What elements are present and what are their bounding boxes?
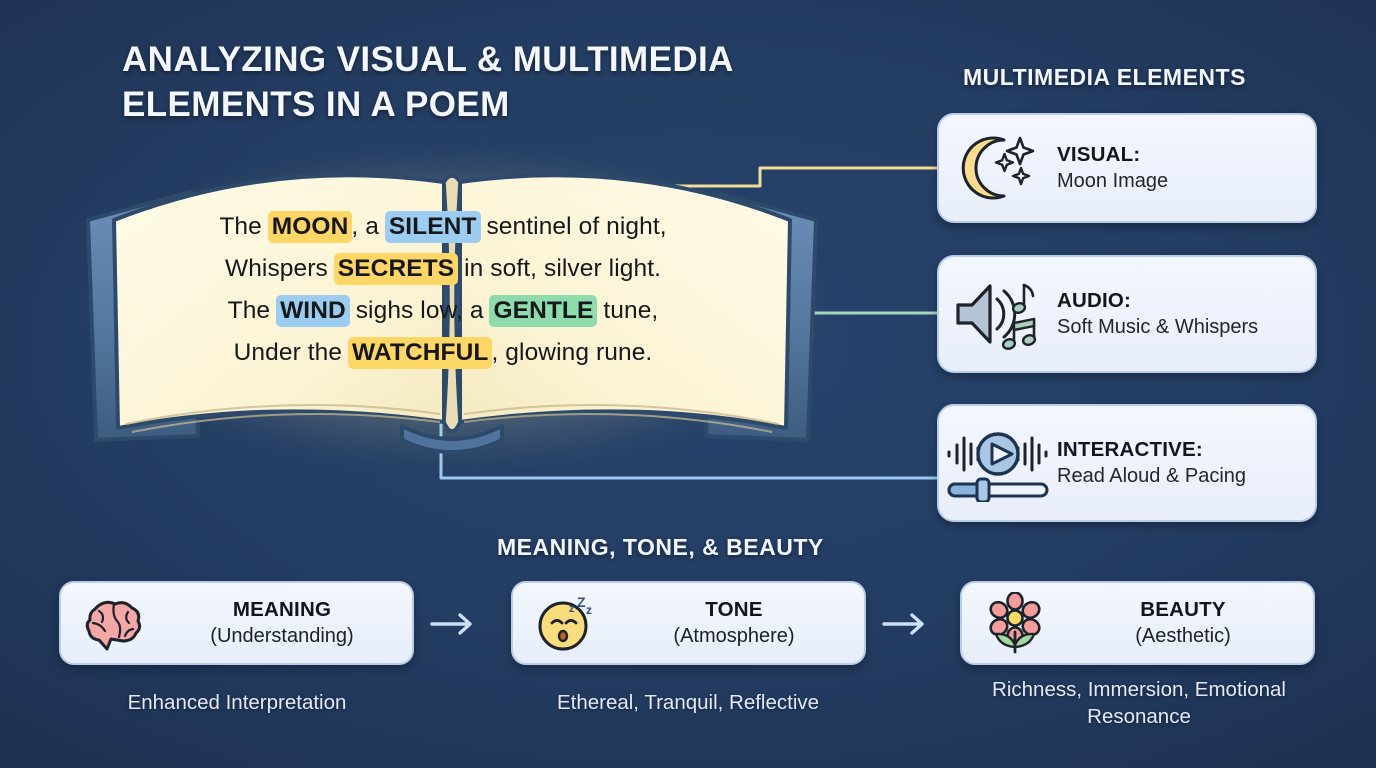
multimedia-card-visual[interactable]: VISUAL: Moon Image: [937, 113, 1317, 223]
sleeping-face-icon: z Z z: [513, 593, 618, 653]
card-label: INTERACTIVE:: [1057, 437, 1203, 461]
pillar-title: MEANING: [232, 598, 332, 622]
meaning-tone-beauty-section-title: MEANING, TONE, & BEAUTY: [497, 534, 824, 560]
poem-line: The WIND sighs low, a GENTLE tune,: [178, 290, 708, 332]
poem-text-run: sighs low, a: [348, 297, 491, 324]
poem-text-run: tune,: [596, 297, 659, 324]
poem-line: Whispers SECRETS in soft, silver light.: [178, 248, 708, 290]
poem-highlight-silent: SILENT: [384, 211, 481, 243]
poem-text-run: in soft, silver light.: [457, 255, 662, 282]
card-description: Moon Image: [1057, 169, 1169, 192]
svg-text:Z: Z: [577, 594, 586, 610]
card-description: Read Aloud & Pacing: [1057, 464, 1247, 487]
poem-text-run: The: [219, 213, 269, 240]
book-spine-base: [400, 424, 504, 454]
speaker-music-notes-icon: [939, 277, 1057, 351]
multimedia-section-title: MULTIMEDIA ELEMENTS: [963, 64, 1246, 90]
card-label: VISUAL:: [1057, 142, 1141, 166]
brain-icon: [61, 593, 166, 653]
pillar-caption-meaning: Enhanced Interpretation: [127, 691, 347, 714]
moon-stars-icon: [939, 132, 1057, 204]
pillar-caption-tone: Ethereal, Tranquil, Reflective: [556, 691, 820, 714]
pillar-title: BEAUTY: [1140, 598, 1226, 622]
page-title: ANALYZING VISUAL & MULTIMEDIA ELEMENTS I…: [122, 40, 733, 124]
poem-text-run: Under the: [233, 339, 350, 366]
poem-text-run: , glowing rune.: [491, 339, 653, 366]
flower-icon: [962, 592, 1067, 654]
poem-text-run: The: [227, 297, 278, 324]
pillar-title: TONE: [705, 598, 763, 622]
pillar-caption-beauty: Richness, Immersion, Emotional Resonance: [992, 678, 1286, 728]
play-waveform-slider-icon: [939, 424, 1057, 502]
poem-highlight-secrets: SECRETS: [333, 253, 459, 285]
poem-highlight-moon: MOON: [267, 211, 353, 243]
poem-text-run: Whispers: [224, 255, 335, 282]
flow-arrow-meaning-to-tone: [430, 613, 472, 635]
pillar-subtitle: (Atmosphere): [673, 624, 795, 647]
svg-text:z: z: [586, 603, 592, 617]
poem-highlight-gentle: GENTLE: [489, 295, 598, 327]
card-description: Soft Music & Whispers: [1057, 315, 1259, 338]
card-label: AUDIO:: [1057, 288, 1132, 312]
poem-line: Under the WATCHFUL, glowing rune.: [178, 332, 708, 374]
poem-highlight-watchful: WATCHFUL: [348, 337, 493, 369]
poem-text: The MOON, a SILENT sentinel of night,Whi…: [178, 206, 708, 374]
poem-highlight-wind: WIND: [276, 295, 350, 327]
multimedia-card-interactive[interactable]: INTERACTIVE: Read Aloud & Pacing: [937, 404, 1317, 522]
multimedia-card-audio[interactable]: AUDIO: Soft Music & Whispers: [937, 255, 1317, 373]
svg-text:z: z: [569, 603, 575, 615]
flow-arrow-tone-to-beauty: [882, 613, 924, 635]
pillar-card-meaning[interactable]: MEANING (Understanding): [59, 581, 414, 665]
pillar-subtitle: (Aesthetic): [1135, 624, 1231, 647]
pillar-card-tone[interactable]: z Z z TONE (Atmosphere): [511, 581, 866, 665]
pillar-card-beauty[interactable]: BEAUTY (Aesthetic): [960, 581, 1315, 665]
poem-text-run: sentinel of night,: [479, 213, 667, 240]
poem-text-run: , a: [351, 213, 386, 240]
poem-line: The MOON, a SILENT sentinel of night,: [178, 206, 708, 248]
pillar-subtitle: (Understanding): [210, 624, 354, 647]
